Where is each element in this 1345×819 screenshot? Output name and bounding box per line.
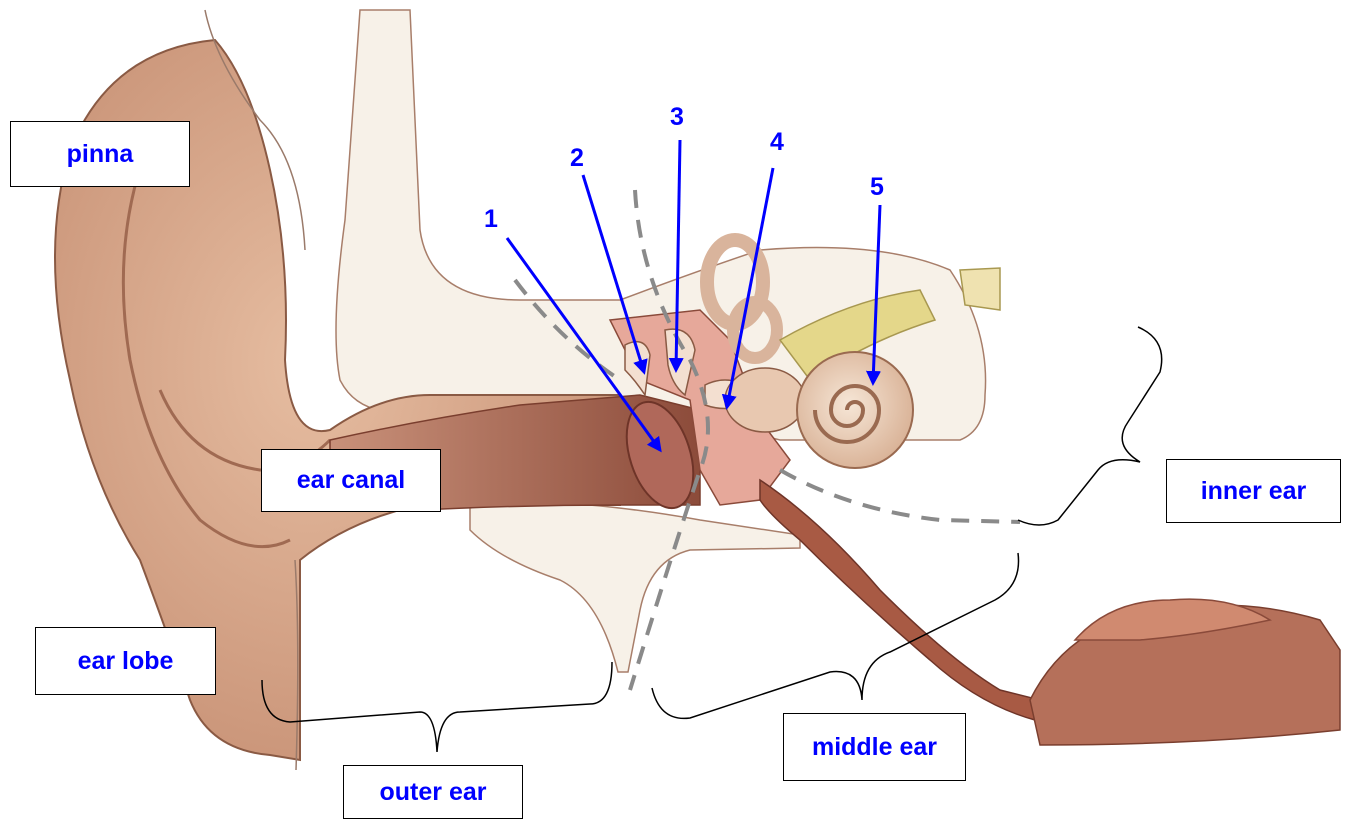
outer-ear-brace	[262, 662, 612, 752]
ear-lobe-label: ear lobe	[35, 627, 216, 695]
number-5: 5	[870, 173, 884, 202]
eustachian-tube	[760, 480, 1040, 720]
number-2: 2	[570, 144, 584, 173]
middle-ear-label: middle ear	[783, 713, 966, 781]
number-3: 3	[670, 103, 684, 132]
outer-ear-label: outer ear	[343, 765, 523, 819]
middle-ear-brace	[652, 553, 1019, 718]
ear-canal-label: ear canal	[261, 449, 441, 512]
inner-ear-label: inner ear	[1166, 459, 1341, 523]
vestibule	[725, 368, 805, 432]
inner-ear-brace	[1018, 327, 1162, 525]
number-4: 4	[770, 128, 784, 157]
inner-boundary-divider	[780, 470, 1020, 522]
lower-bone	[470, 502, 800, 672]
pinna-label: pinna	[10, 121, 190, 187]
nerve-stub	[960, 268, 1000, 310]
number-1: 1	[484, 205, 498, 234]
